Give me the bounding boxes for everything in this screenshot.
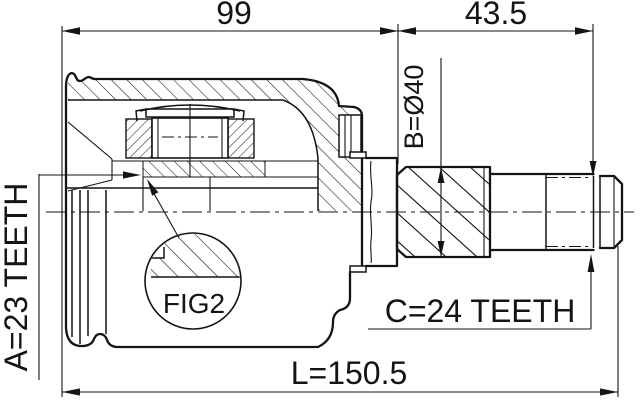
- fig2-leader-arrowhead: [147, 179, 159, 196]
- housing-hatch-area: [68, 80, 361, 211]
- dim-a-spline-label: A=23 TEETH: [0, 183, 34, 372]
- housing-inner-wall: [68, 99, 319, 211]
- housing-rim-tab: [338, 114, 362, 158]
- dimension-99: 99: [62, 0, 593, 35]
- shaft-spline-section: [395, 165, 492, 259]
- back-face-lip-bottom: [349, 265, 367, 273]
- dimension-a-spline: A=23 TEETH: [0, 171, 141, 380]
- shaft-end-cap: [598, 174, 624, 250]
- dimension-b-diameter: B=Ø40: [399, 58, 445, 257]
- dim-99-label: 99: [216, 0, 252, 31]
- bearing-track-left: [125, 118, 153, 159]
- dim-43-5-label: 43.5: [465, 0, 527, 31]
- dim-c-spline-label: C=24 TEETH: [385, 293, 576, 329]
- housing-lower-right-profile: [64, 85, 352, 349]
- fig2-leader-line: [151, 189, 180, 239]
- spline-teeth-lines: [397, 167, 490, 257]
- spline-hub-hatch: [142, 160, 266, 178]
- tripod-bearing: [125, 104, 266, 178]
- dimensions: 99 43.5 B=Ø40 A=23 TEETH C=24 TEETH: [0, 0, 619, 397]
- shaft: [46, 156, 634, 268]
- fig2-label: FIG2: [163, 288, 225, 319]
- housing-outline: [64, 72, 364, 154]
- dim-overall-length-label: L=150.5: [291, 355, 408, 391]
- boot-groove-bands: [66, 187, 318, 344]
- back-face-lip-top: [349, 151, 367, 159]
- dimension-43-5: 43.5: [398, 0, 597, 177]
- dimension-overall-length: L=150.5: [62, 355, 618, 396]
- dimension-c-spline: C=24 TEETH: [368, 254, 595, 330]
- bearing-track-right: [227, 118, 255, 159]
- dim-b-diameter-label: B=Ø40: [399, 65, 429, 150]
- fig2-detail: FIG2: [144, 179, 242, 330]
